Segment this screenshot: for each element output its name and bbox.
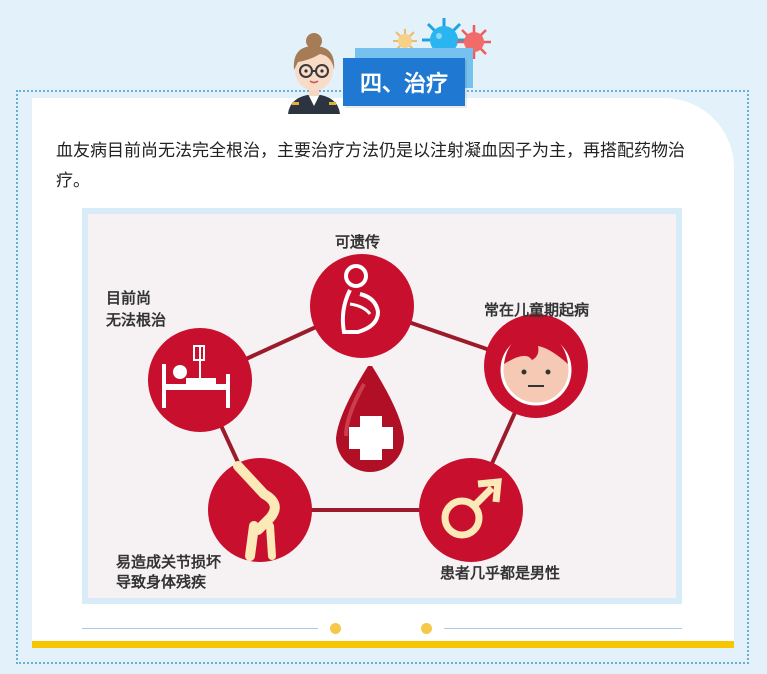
blood-drop-cross-icon [336, 366, 404, 472]
divider-dot [421, 623, 432, 634]
bottom-accent-bar [32, 641, 734, 648]
divider-line-left [82, 628, 318, 629]
label-childhood-onset: 常在儿童期起病 [484, 301, 590, 319]
knee-joint-icon [208, 458, 312, 562]
pregnant-woman-icon [310, 254, 414, 358]
label-incurable-line1: 目前尚 [106, 289, 152, 307]
child-face-icon [484, 314, 588, 418]
divider-dot [330, 623, 341, 634]
divider-line-right [444, 628, 682, 629]
label-incurable-line2: 无法根治 [106, 311, 167, 329]
label-hereditary: 可遗传 [335, 233, 381, 251]
pentagon-diagram [148, 254, 588, 562]
hospital-bed-icon [148, 328, 252, 432]
male-symbol-icon [419, 458, 523, 562]
label-joint-damage-line2: 导致身体残疾 [116, 573, 207, 591]
intro-paragraph: 血友病目前尚无法完全根治，主要治疗方法仍是以注射凝血因子为主，再搭配药物治疗。 [56, 141, 685, 191]
doctor-avatar-icon [288, 33, 340, 114]
label-mostly-male: 患者几乎都是男性 [440, 564, 561, 582]
section-title: 四、治疗 [343, 58, 465, 106]
label-joint-damage-line1: 易造成关节损坏 [116, 553, 222, 571]
